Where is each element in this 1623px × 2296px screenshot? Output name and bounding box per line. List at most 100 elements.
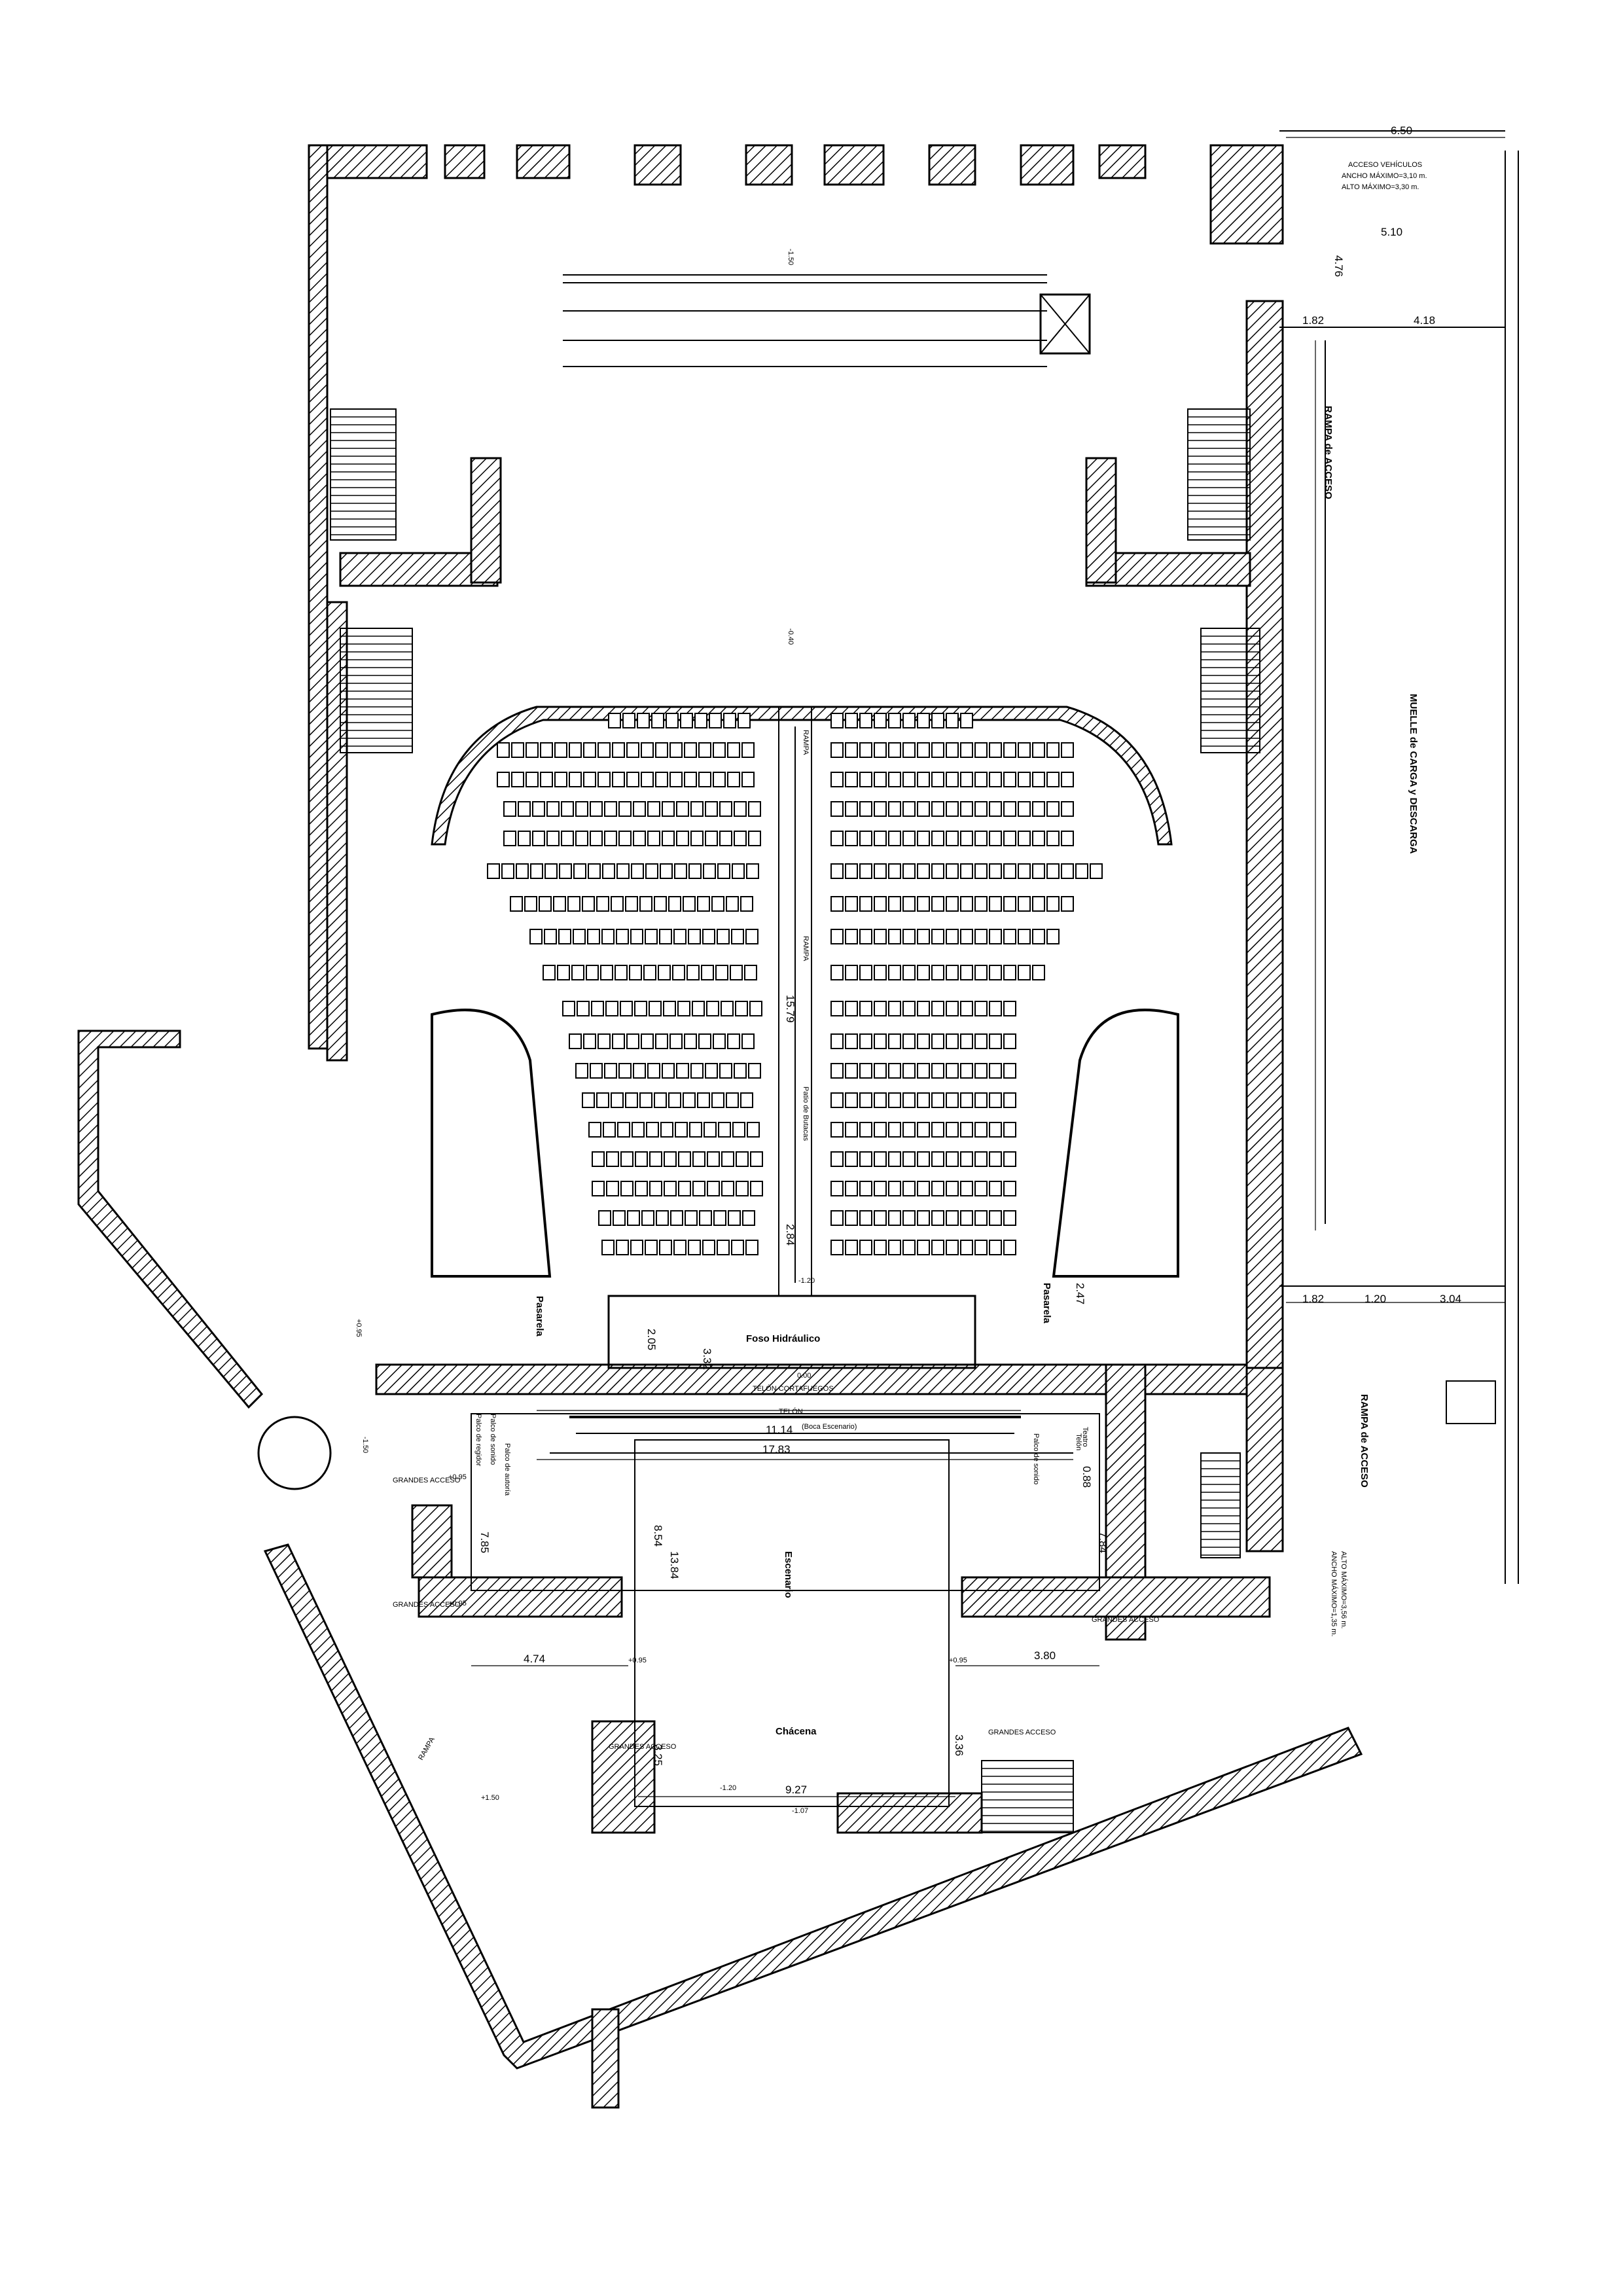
label-ramp-lower-width: ANCHO MÁXIMO=1,35 m.: [1330, 1551, 1338, 1637]
seat: [1003, 863, 1016, 879]
seat: [497, 742, 510, 758]
seat: [902, 1210, 916, 1226]
dim-182: 1.82: [1302, 314, 1324, 327]
auditorium-outline: [431, 706, 1173, 846]
seat: [662, 831, 675, 846]
seat: [989, 929, 1002, 944]
dim-1384: 13.84: [668, 1551, 681, 1579]
seat: [706, 1001, 719, 1016]
seat: [917, 1240, 930, 1255]
seat: [917, 1092, 930, 1108]
seat: [989, 1181, 1002, 1196]
seat: [501, 863, 514, 879]
seat: [582, 896, 595, 912]
seat: [960, 1151, 973, 1167]
seat: [1032, 831, 1045, 846]
seat: [597, 1033, 611, 1049]
dim-284: 2.84: [784, 1224, 796, 1246]
seat: [874, 713, 887, 728]
seat: [830, 713, 844, 728]
seat: [830, 965, 844, 980]
seat: [931, 929, 944, 944]
seat: [888, 929, 901, 944]
seat: [701, 965, 714, 980]
seat: [946, 1240, 959, 1255]
seat: [845, 831, 858, 846]
seat: [1061, 863, 1074, 879]
seat: [649, 1151, 662, 1167]
seat: [931, 1181, 944, 1196]
seat: [974, 1092, 988, 1108]
seat: [974, 1033, 988, 1049]
seat: [687, 965, 700, 980]
seat: [569, 1033, 582, 1049]
seat: [668, 1092, 681, 1108]
seat: [721, 1151, 734, 1167]
seat: [830, 801, 844, 817]
seat: [917, 896, 930, 912]
seat: [960, 772, 973, 787]
seat: [917, 1033, 930, 1049]
seat: [974, 965, 988, 980]
label-vehicle-width: ANCHO MÁXIMO=3,10 m.: [1342, 171, 1427, 180]
dim-182b: 1.82: [1302, 1293, 1324, 1305]
seat: [917, 1181, 930, 1196]
seat: [989, 1151, 1002, 1167]
seat: [626, 742, 639, 758]
seat: [678, 1181, 691, 1196]
level-6: +0.95: [448, 1473, 467, 1481]
dim-380: 3.80: [1034, 1649, 1056, 1662]
seat: [635, 1181, 648, 1196]
label-curtain: TELÓN: [779, 1407, 803, 1416]
seat: [573, 929, 586, 944]
seat: [931, 801, 944, 817]
seat: [989, 1001, 1002, 1016]
seat: [603, 1122, 616, 1138]
seat: [1032, 965, 1045, 980]
seat: [660, 863, 673, 879]
seat: [859, 742, 872, 758]
seat: [684, 1033, 697, 1049]
seat: [974, 1151, 988, 1167]
seat: [676, 801, 689, 817]
seat: [830, 831, 844, 846]
seat: [583, 772, 596, 787]
seat: [859, 1210, 872, 1226]
seat: [917, 965, 930, 980]
seat: [598, 1210, 611, 1226]
seat: [960, 1240, 973, 1255]
seat: [699, 1210, 712, 1226]
seat: [562, 1001, 575, 1016]
seat: [931, 1240, 944, 1255]
seat: [888, 1033, 901, 1049]
label-ramp-lower-height: ALTO MÁXIMO=3,56 m.: [1340, 1551, 1348, 1629]
seat: [608, 713, 621, 728]
seat: [902, 1122, 916, 1138]
seat: [1032, 772, 1045, 787]
seat: [713, 772, 726, 787]
seat: [604, 831, 617, 846]
seat: [511, 742, 524, 758]
seat: [606, 1181, 619, 1196]
dim-785: 7.85: [478, 1532, 491, 1553]
seat: [874, 896, 887, 912]
seat: [917, 1001, 930, 1016]
seat: [902, 831, 916, 846]
seat: [698, 742, 711, 758]
seat: [1046, 772, 1060, 787]
seat: [859, 1092, 872, 1108]
seat: [702, 929, 715, 944]
seat: [694, 713, 707, 728]
seat: [1003, 929, 1016, 944]
seat: [620, 1151, 633, 1167]
seat: [690, 1063, 704, 1079]
dim-205: 2.05: [645, 1329, 658, 1350]
seat: [643, 965, 656, 980]
seat: [625, 896, 638, 912]
seat: [830, 1063, 844, 1079]
text-labels: RAMPA de ACCESO ACCESO VEHÍCULOS ANCHO M…: [393, 160, 1427, 1762]
seat: [989, 1240, 1002, 1255]
stair-treads: [330, 416, 1260, 1832]
seat: [989, 742, 1002, 758]
seat: [888, 713, 901, 728]
